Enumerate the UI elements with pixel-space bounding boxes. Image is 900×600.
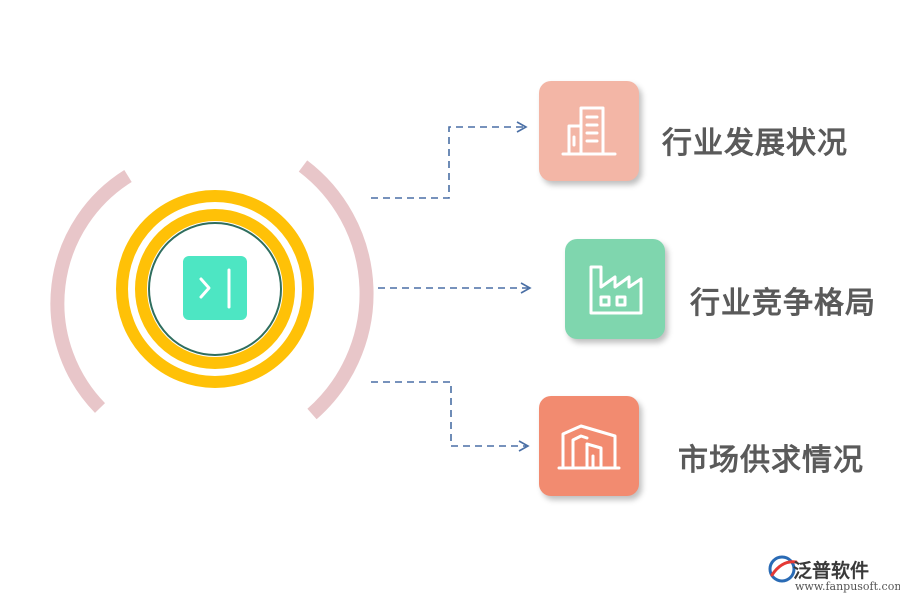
building-icon-box (539, 81, 639, 181)
factory-icon (589, 265, 643, 315)
connector-bottom (371, 381, 530, 452)
item-label-supply-demand: 市场供求情况 (678, 443, 864, 478)
warehouse-icon-box (539, 396, 639, 496)
logo-name: 泛普软件 (793, 560, 870, 582)
connector-top (371, 121, 528, 199)
fanpu-logo-icon (768, 555, 798, 583)
center-ring-outer (116, 190, 314, 388)
factory-icon-box (565, 239, 665, 339)
right-outer-arc (298, 160, 374, 420)
connector-middle (378, 282, 532, 294)
item-label-industry-development: 行业发展状况 (662, 126, 848, 161)
left-outer-arc (50, 170, 132, 413)
center-ring-inner (135, 209, 295, 369)
warehouse-icon (557, 424, 621, 470)
building-icon (561, 106, 617, 156)
logo-url: www.fanpusoft.com (795, 580, 900, 593)
item-label-competition-pattern: 行业竞争格局 (690, 286, 876, 321)
panel-expand-icon (183, 256, 247, 320)
